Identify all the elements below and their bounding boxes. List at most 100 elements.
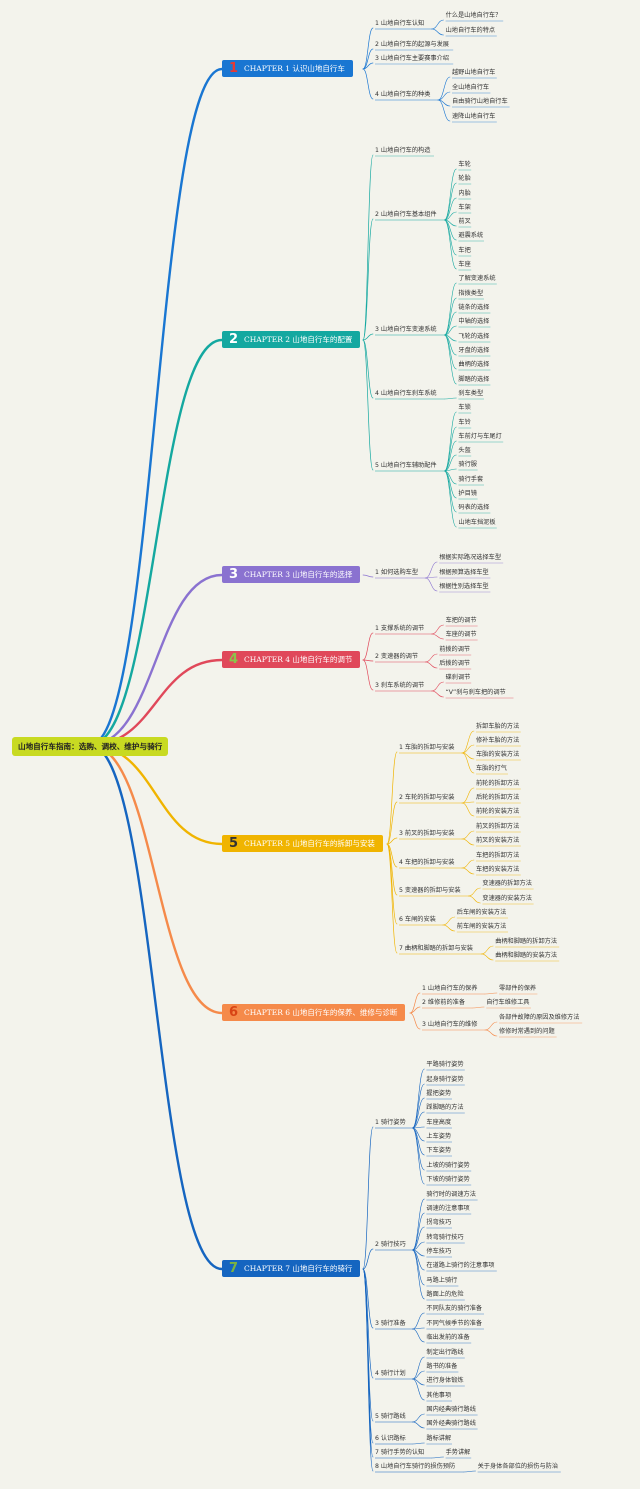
leaf-node[interactable]: 曲柄的选择: [458, 361, 490, 368]
section-node[interactable]: 6 认识路标: [375, 1435, 406, 1442]
leaf-node[interactable]: 关于身体各部位的损伤与防治: [477, 1463, 559, 1470]
leaf-node[interactable]: 路面上的危险: [426, 1291, 464, 1298]
leaf-node[interactable]: 前轮的安装方法: [476, 808, 520, 815]
leaf-node[interactable]: 碟刹调节: [445, 674, 471, 681]
leaf-node[interactable]: 车座的调节: [445, 631, 477, 638]
section-node[interactable]: 5 变速器的拆卸与安装: [399, 887, 461, 894]
leaf-node[interactable]: 飞轮的选择: [458, 333, 490, 340]
leaf-node[interactable]: 制定出行路线: [426, 1349, 464, 1356]
leaf-node[interactable]: 车锁: [458, 404, 471, 411]
leaf-node[interactable]: 内胎: [458, 190, 471, 197]
leaf-node[interactable]: 山地自行车的特点: [445, 27, 496, 34]
leaf-node[interactable]: 前轮的拆卸方法: [476, 780, 520, 787]
leaf-node[interactable]: 停车技巧: [426, 1248, 452, 1255]
leaf-node[interactable]: 速降山地自行车: [452, 113, 496, 120]
leaf-node[interactable]: 进行身体锻炼: [426, 1377, 464, 1384]
section-node[interactable]: 1 骑行姿势: [375, 1119, 406, 1126]
section-node[interactable]: 1 如何选购车型: [375, 569, 419, 576]
leaf-node[interactable]: 不同气候季节的准备: [426, 1320, 483, 1327]
section-node[interactable]: 4 车把的拆卸与安装: [399, 859, 455, 866]
section-node[interactable]: 3 山地自行车的维修: [422, 1021, 478, 1028]
leaf-node[interactable]: 骑行服: [458, 461, 477, 468]
leaf-node[interactable]: 越野山地自行车: [452, 69, 496, 76]
leaf-node[interactable]: 变速器的拆卸方法: [482, 880, 532, 887]
leaf-node[interactable]: 车架: [458, 204, 471, 211]
leaf-node[interactable]: 握把姿势: [426, 1090, 452, 1097]
leaf-node[interactable]: 自行车维修工具: [486, 999, 530, 1006]
section-node[interactable]: 1 山地自行车的构造: [375, 147, 431, 154]
leaf-node[interactable]: 踩脚踏的方法: [426, 1104, 464, 1111]
leaf-node[interactable]: 路标讲解: [426, 1435, 452, 1442]
leaf-node[interactable]: 后轮的拆卸方法: [476, 794, 520, 801]
section-node[interactable]: 3 山地自行车变速系统: [375, 326, 437, 333]
leaf-node[interactable]: 拆卸车胎的方法: [476, 723, 520, 730]
leaf-node[interactable]: 前拨的调节: [439, 646, 471, 653]
leaf-node[interactable]: 路书的准备: [426, 1363, 458, 1370]
section-node[interactable]: 2 骑行技巧: [375, 1241, 406, 1248]
leaf-node[interactable]: 零部件的保养: [499, 985, 537, 992]
leaf-node[interactable]: 国外经典骑行路线: [426, 1420, 476, 1427]
leaf-node[interactable]: 车轮: [458, 161, 471, 168]
leaf-node[interactable]: 前车闸的安装方法: [456, 923, 507, 930]
leaf-node[interactable]: “V”刹与刹车把的调节: [445, 689, 506, 696]
section-node[interactable]: 3 前叉的拆卸与安装: [399, 830, 455, 837]
leaf-node[interactable]: 自由骑行山地自行车: [452, 98, 508, 105]
section-node[interactable]: 5 山地自行车辅助配件: [375, 462, 437, 469]
leaf-node[interactable]: 码表的选择: [458, 504, 490, 511]
leaf-node[interactable]: 平路骑行姿势: [426, 1061, 464, 1068]
section-node[interactable]: 3 山地自行车主要赛事介绍: [375, 55, 449, 62]
section-node[interactable]: 4 骑行计划: [375, 1370, 406, 1377]
section-node[interactable]: 1 车胎的拆卸与安装: [399, 744, 455, 751]
leaf-node[interactable]: 车把: [458, 247, 471, 254]
section-node[interactable]: 2 车轮的拆卸与安装: [399, 794, 455, 801]
leaf-node[interactable]: 国内经典骑行路线: [426, 1406, 476, 1413]
leaf-node[interactable]: 起身骑行姿势: [426, 1076, 464, 1083]
leaf-node[interactable]: 后拨的调节: [439, 660, 471, 667]
section-node[interactable]: 5 骑行路线: [375, 1413, 406, 1420]
leaf-node[interactable]: 什么是山地自行车？: [445, 12, 502, 19]
leaf-node[interactable]: 车胎的打气: [476, 765, 507, 772]
section-node[interactable]: 8 山地自行车骑行的损伤预防: [375, 1463, 456, 1470]
section-node[interactable]: 1 支撑系统的调节: [375, 625, 425, 632]
leaf-node[interactable]: 车座高度: [426, 1119, 452, 1126]
leaf-node[interactable]: 变速器的安装方法: [482, 895, 532, 902]
leaf-node[interactable]: 牙盘的选择: [458, 347, 490, 354]
leaf-node[interactable]: 前叉: [458, 218, 471, 225]
section-node[interactable]: 1 山地自行车的保养: [422, 985, 478, 992]
leaf-node[interactable]: 头盔: [458, 447, 471, 454]
leaf-node[interactable]: 车座: [458, 261, 471, 268]
leaf-node[interactable]: 上坡的骑行姿势: [426, 1162, 470, 1169]
leaf-node[interactable]: 车把的安装方法: [476, 866, 520, 873]
section-node[interactable]: 6 车闸的安装: [399, 916, 436, 923]
leaf-node[interactable]: 马路上骑行: [426, 1277, 458, 1284]
section-node[interactable]: 4 山地自行车刹车系统: [375, 390, 437, 397]
leaf-node[interactable]: 车铃: [458, 419, 471, 426]
leaf-node[interactable]: 骑行时的调速方法: [426, 1191, 476, 1198]
section-node[interactable]: 2 山地自行车基本组件: [375, 211, 437, 218]
section-node[interactable]: 7 骑行手势的认知: [375, 1449, 425, 1456]
leaf-node[interactable]: 修补车胎的方法: [476, 737, 520, 744]
leaf-node[interactable]: 不同队友的骑行准备: [426, 1305, 483, 1312]
leaf-node[interactable]: 车把的调节: [445, 617, 477, 624]
leaf-node[interactable]: 临出发前的准备: [426, 1334, 470, 1341]
leaf-node[interactable]: 曲柄和脚踏的拆卸方法: [495, 938, 558, 945]
leaf-node[interactable]: 轮胎: [458, 175, 471, 182]
leaf-node[interactable]: 后车闸的安装方法: [456, 909, 507, 916]
leaf-node[interactable]: 护目镜: [458, 490, 477, 497]
leaf-node[interactable]: 山地车挡泥板: [458, 519, 496, 526]
section-node[interactable]: 4 山地自行车的种类: [375, 91, 431, 98]
leaf-node[interactable]: 指拨类型: [458, 290, 484, 297]
leaf-node[interactable]: 转弯骑行技巧: [426, 1234, 464, 1241]
section-node[interactable]: 2 维修前的准备: [422, 999, 466, 1006]
leaf-node[interactable]: 刹车类型: [458, 390, 484, 397]
leaf-node[interactable]: 全山地自行车: [452, 84, 490, 91]
leaf-node[interactable]: 手势讲解: [445, 1449, 471, 1456]
leaf-node[interactable]: 拐弯技巧: [426, 1219, 452, 1226]
leaf-node[interactable]: 在道路上骑行的注意事项: [426, 1262, 495, 1269]
